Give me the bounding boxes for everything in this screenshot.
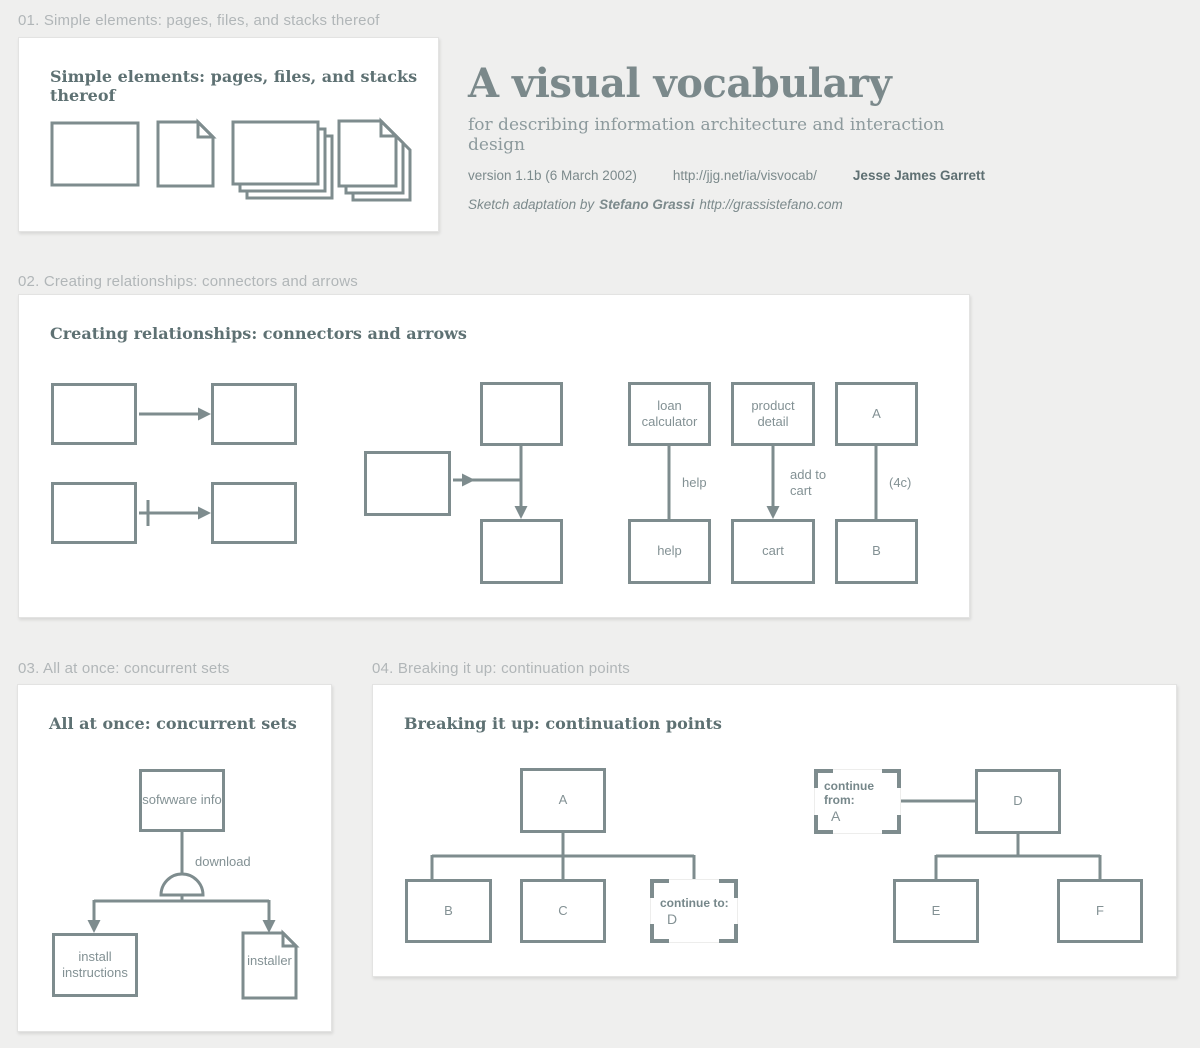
continue-to-target: D [667,910,678,927]
box-loan-calculator: loan calculator [628,382,711,446]
bracket-corner [814,815,833,834]
meta-row: version 1.1b (6 March 2002) http://jjg.n… [468,168,988,183]
arrowhead-icon [262,920,276,933]
plain-box [480,382,563,446]
continue-to-box: continue to: D [650,879,738,943]
arrowhead-icon [514,506,528,519]
installer-file-label: installer [247,953,292,968]
arrowhead-icon [462,473,475,487]
card-continuation-points: Breaking it up: continuation points A B … [372,684,1177,977]
page-stack-shape [231,120,334,200]
arrowhead-icon [766,506,780,519]
bracket-corner [882,769,901,788]
box-c: C [520,879,606,943]
plain-box [51,383,137,445]
card-02-heading: Creating relationships: connectors and a… [50,324,467,343]
connector-label-4c: (4c) [889,475,912,490]
bracket-corner [814,769,833,788]
plain-box [364,451,451,516]
concurrency-dome-icon [159,872,205,897]
box-product-detail: product detail [731,382,815,446]
title-block: A visual vocabulary for describing infor… [468,60,988,212]
bracket-corner [719,924,738,943]
box-a: A [520,768,606,833]
box-help: help [628,519,711,584]
connector-label-add-to-cart: add to cart [790,467,827,498]
bracket-corner [882,815,901,834]
box-a: A [835,382,918,446]
simple-elements-diagram [50,117,412,202]
file-stack-shape [337,117,412,202]
page-title: A visual vocabulary [468,60,892,107]
plain-box [51,482,137,544]
continue-from-prefix: continue from: [824,779,874,807]
plain-box [211,383,297,445]
plain-box [211,482,297,544]
arrowhead-icon [198,506,211,520]
connectors-diagram [139,407,878,526]
card-01-heading: Simple elements: pages, files, and stack… [50,67,418,105]
section-02-label: 02. Creating relationships: connectors a… [18,273,358,290]
file-shape [156,118,217,188]
adaptation-row: Sketch adaptation by Stefano Grassi http… [468,197,988,212]
section-03-label: 03. All at once: concurrent sets [18,660,230,677]
adaptation-author: Stefano Grassi [599,197,695,212]
page-subtitle: for describing information architecture … [468,115,945,155]
box-b: B [405,879,492,943]
box-e: E [893,879,979,943]
continue-from-target: A [831,808,841,824]
box-cart: cart [731,519,815,584]
box-install-instructions: install instructions [52,933,138,997]
box-b: B [835,519,918,584]
bracket-corner [650,879,669,898]
section-01-label: 01. Simple elements: pages, files, and s… [18,12,380,29]
vocab-url: http://jjg.net/ia/visvocab/ [672,168,817,183]
card-03-heading: All at once: concurrent sets [49,714,297,733]
card-connectors-arrows: Creating relationships: connectors and a… [18,294,970,618]
page-shape [50,121,140,187]
continue-from-box: continue from: A [814,769,901,834]
version-text: version 1.1b (6 March 2002) [468,168,637,183]
continue-to-prefix: continue to: [660,895,729,910]
card-04-heading: Breaking it up: continuation points [404,714,722,733]
box-f: F [1057,879,1143,943]
author-name: Jesse James Garrett [852,168,986,183]
plain-box [480,519,563,584]
connector-label-help: help [682,475,707,490]
adaptation-url: http://grassistefano.com [699,197,843,212]
bracket-corner [650,924,669,943]
continuation-points-diagram [430,799,1102,879]
section-04-label: 04. Breaking it up: continuation points [372,660,630,677]
card-simple-elements: Simple elements: pages, files, and stack… [18,37,439,232]
arrowhead-icon [198,407,211,421]
card-concurrent-sets: All at once: concurrent sets sofwware in… [17,684,332,1032]
bracket-corner [719,879,738,898]
box-d: D [975,769,1061,834]
arrowhead-icon [87,920,101,933]
concurrent-sets-diagram [87,832,300,1000]
installer-file-shape [241,929,300,1000]
adaptation-prefix: Sketch adaptation by [468,197,595,212]
connector-label-download: download [195,854,251,869]
box-software-info: sofwware info [139,769,225,832]
